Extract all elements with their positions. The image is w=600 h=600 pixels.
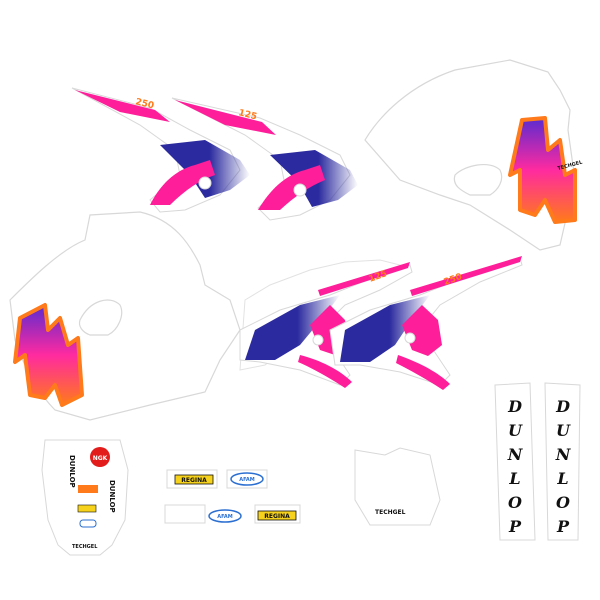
sponsor-chip [78,485,98,493]
fork-guard-right: D U N L O P [544,382,581,541]
shroud-number: 250 [134,97,155,111]
fork-letter: P [508,517,522,536]
shroud-decal-middle-right: 250 [329,256,523,390]
number-plate-decal: TECHGEL [354,447,441,526]
afam-label: AFAM [217,514,233,520]
fork-letter: N [507,445,524,464]
w-logo-left [13,303,84,407]
afam-badge [208,509,242,523]
fork-letter: P [556,517,570,536]
dunlop-label: DUNLOP [108,480,116,513]
fork-letter: U [556,421,571,440]
regina-label: REGINA [264,513,290,520]
fork-letter: D [507,397,522,416]
regina-chip [77,504,97,513]
fork-guard-left: D U N L O P [494,382,536,541]
fork-letter: O [508,493,522,512]
regina-badge [174,474,214,485]
fork-letter: D [555,397,570,416]
afam-badge [230,472,264,486]
dunlop-label: DUNLOP [68,455,76,488]
regina-badge [257,510,297,521]
shroud-number: 125 [237,108,258,122]
rear-fender-right-cutout [453,163,503,196]
fork-letter: N [555,445,572,464]
ngk-badge [90,447,110,467]
fork-letter: L [556,469,568,488]
regina-label: REGINA [181,477,207,484]
afam-chip [79,519,97,528]
shroud-decal-top-left: 250 [71,87,250,213]
rear-fender-left-cutout [78,299,123,336]
techgel-decal: TECHGEL [72,544,98,550]
sticker-sheet: REGINA AFAM AFAM REGINA [164,469,301,524]
techgel-decal: TECHGEL [375,509,406,516]
afam-label: AFAM [239,477,255,483]
fork-letter: U [508,421,523,440]
w-logo-right: TECHGEL [508,116,584,224]
shroud-decal-top-middle: 125 [171,97,358,221]
fork-letter: O [556,493,570,512]
fork-letter: L [508,469,520,488]
front-fender-decal: NGK DUNLOP DUNLOP TECHGEL [41,439,129,556]
ngk-label: NGK [93,455,108,462]
